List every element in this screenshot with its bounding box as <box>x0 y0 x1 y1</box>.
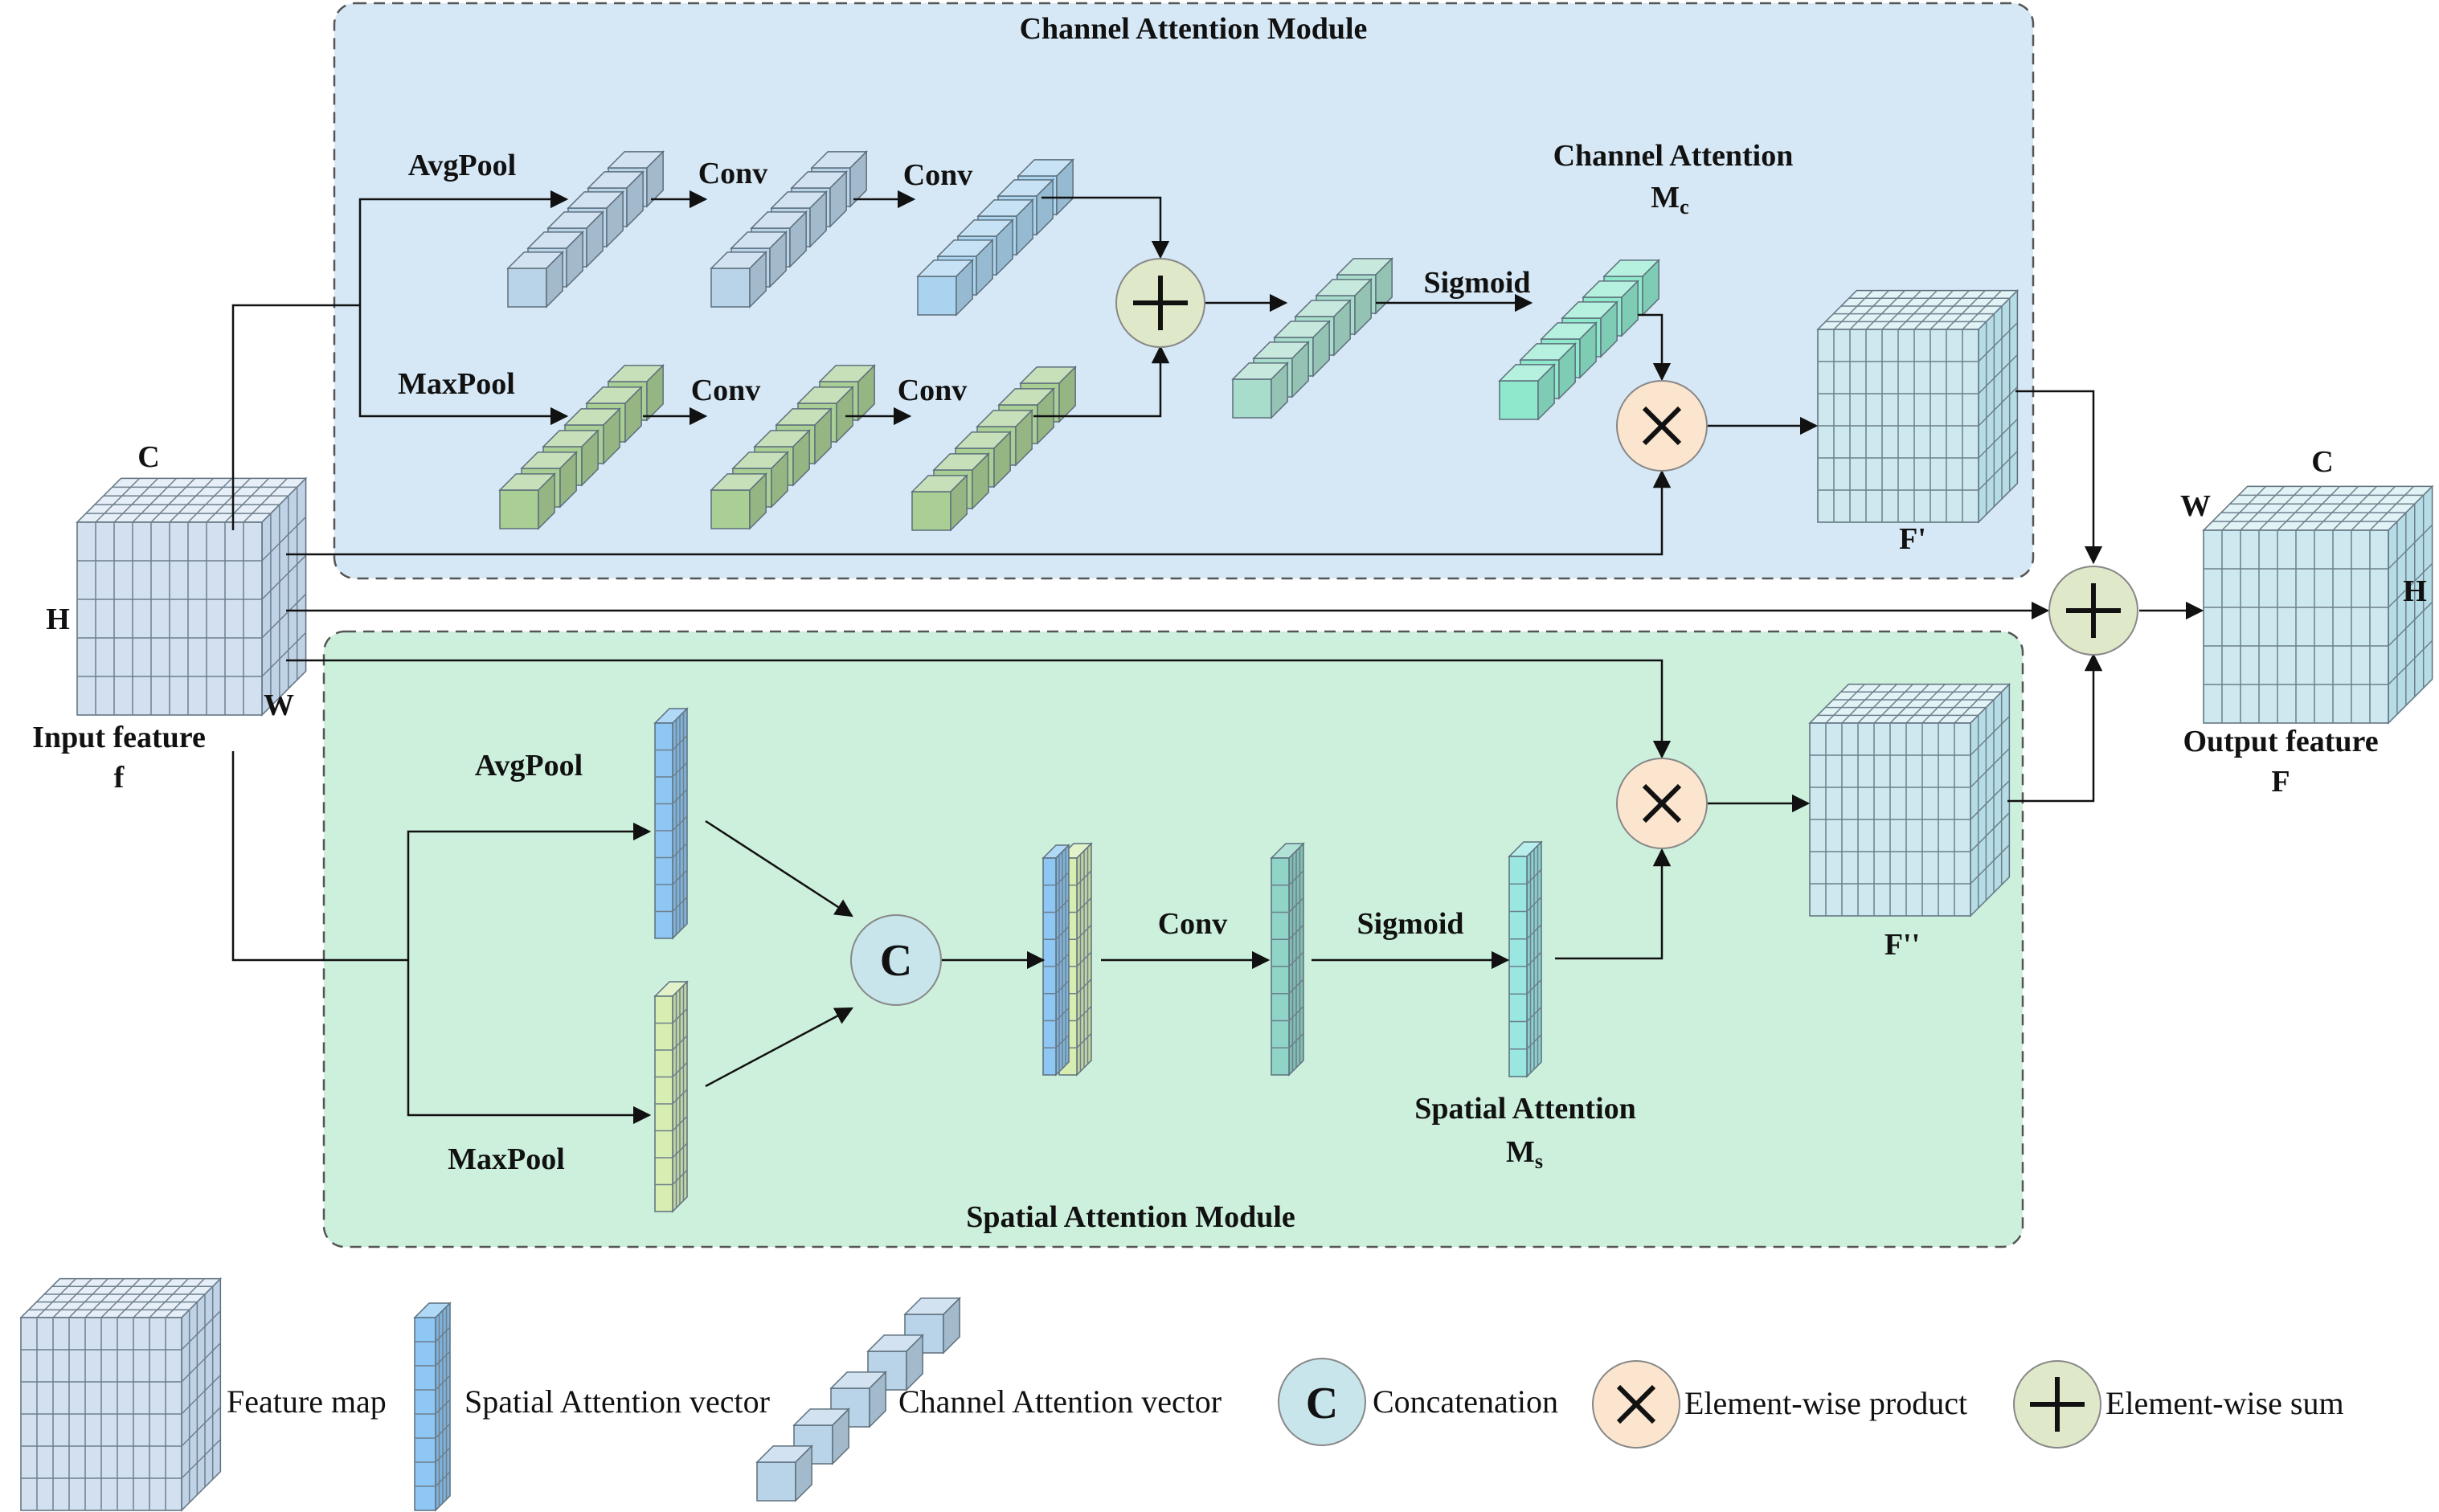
labels: Channel Attention Module AvgPool MaxPool… <box>32 12 2427 1234</box>
legend-product-icon <box>1592 1360 1680 1449</box>
connector-avg-to-concat <box>705 819 853 917</box>
channel-avg-conv1-vector <box>710 150 868 309</box>
legend-concatenation-label: Concatenation <box>1373 1383 1558 1420</box>
channel-attention-symbol: Mc <box>1651 181 1688 219</box>
channel-product-operator <box>1616 380 1708 472</box>
channel-module-title: Channel Attention Module <box>1020 12 1368 46</box>
input-feature-label: Input feature <box>32 721 206 754</box>
spatial-maxpool-label: MaxPool <box>448 1142 565 1176</box>
connector-max-to-concat <box>705 1007 853 1088</box>
connector-input-to-channel <box>231 304 360 530</box>
connectors <box>231 190 2204 1125</box>
legend-sum-label: Element-wise sum <box>2105 1385 2344 1421</box>
input-feature-map <box>76 476 308 717</box>
output-feature-map <box>2202 484 2434 725</box>
spatial-attention-symbol: Ms <box>1506 1135 1543 1173</box>
connector-to-spatial-avgpool <box>407 822 652 960</box>
legend-sum-icon <box>2013 1360 2101 1449</box>
channel-attention-label: Channel Attention <box>1553 139 1794 173</box>
channel-fused-vector <box>1231 257 1393 419</box>
legend-feature-map-label: Feature map <box>227 1383 387 1420</box>
channel-attention-vector-mc <box>1498 259 1660 421</box>
channel-conv-label-4: Conv <box>898 374 968 407</box>
spatial-maxpool-map <box>653 980 689 1213</box>
legend-concat-icon: C <box>1278 1358 1366 1446</box>
plus-icon <box>1133 276 1188 330</box>
times-icon <box>1642 783 1682 823</box>
connector-mc-to-product <box>1638 313 1672 382</box>
connector-max-to-sum <box>1033 345 1170 418</box>
fprime-feature-map <box>1816 288 2020 524</box>
legend-channel-vector-icon <box>755 1297 961 1502</box>
times-icon <box>1642 406 1682 446</box>
spatial-module-title: Spatial Attention Module <box>966 1200 1295 1234</box>
svg-text:C: C <box>1306 1379 1338 1428</box>
input-feature-symbol: f <box>114 761 125 795</box>
connector-fdouble-to-sum <box>2007 652 2103 803</box>
connector-input-to-spatial <box>231 751 408 962</box>
input-dim-h: H <box>46 603 70 636</box>
spatial-attention-map-ms <box>1508 840 1543 1078</box>
channel-sigmoid-label: Sigmoid <box>1423 266 1530 300</box>
legend-feature-map-icon <box>19 1277 223 1512</box>
spatial-sigmoid-label: Sigmoid <box>1357 907 1463 941</box>
channel-max-conv1-vector <box>710 364 876 530</box>
channel-max-conv2-vector <box>911 366 1077 532</box>
output-feature-symbol: F <box>2271 765 2290 799</box>
input-dim-w: W <box>264 689 294 722</box>
legend-channel-vector-label: Channel Attention vector <box>898 1383 1222 1420</box>
legend: Feature map Spatial Attention vector Cha… <box>227 1358 2344 1449</box>
channel-maxpool-vector <box>498 364 665 530</box>
connector-ms-to-product <box>1555 848 1672 960</box>
legend-spatial-vector-label: Spatial Attention vector <box>464 1383 770 1420</box>
connector-input-to-product <box>286 469 1672 556</box>
legend-product-label: Element-wise product <box>1684 1385 1967 1421</box>
connector-avg-to-sum <box>1041 196 1170 259</box>
connector-to-spatial-maxpool <box>407 960 652 1125</box>
fdouble-label: F'' <box>1884 928 1920 962</box>
spatial-attention-module-box <box>322 630 2024 1248</box>
output-dim-c: C <box>2311 445 2333 479</box>
connector-to-maxpool <box>358 305 569 426</box>
channel-conv-label-2: Conv <box>903 158 973 192</box>
spatial-conv-map <box>1270 842 1305 1077</box>
channel-maxpool-label: MaxPool <box>398 367 515 401</box>
input-dim-c: C <box>137 440 159 474</box>
output-feature-label: Output feature <box>2183 725 2378 758</box>
channel-conv-label-1: Conv <box>698 157 768 190</box>
concat-map-blue <box>1041 844 1070 1077</box>
spatial-conv-label: Conv <box>1158 907 1228 941</box>
legend-spatial-vector-icon <box>413 1302 452 1512</box>
output-dim-h: H <box>2403 574 2427 608</box>
channel-sum-operator <box>1115 258 1205 348</box>
connector-input-to-spatial-product <box>286 659 1672 759</box>
channel-avgpool-label: AvgPool <box>408 149 516 182</box>
channel-avgpool-vector <box>506 150 665 309</box>
spatial-avgpool-map <box>653 707 689 940</box>
spatial-avgpool-label: AvgPool <box>475 749 583 783</box>
spatial-product-operator <box>1616 758 1708 849</box>
fdouble-feature-map <box>1808 682 2011 917</box>
final-sum-operator <box>2048 566 2138 656</box>
channel-avg-conv2-vector <box>916 158 1074 317</box>
plus-icon <box>2066 583 2121 638</box>
fprime-label: F' <box>1899 522 1926 556</box>
connector-to-avgpool <box>358 190 569 305</box>
output-dim-w: W <box>2180 489 2211 523</box>
channel-conv-label-3: Conv <box>691 374 761 407</box>
concat-operator: C <box>850 914 942 1006</box>
diagram-shapes <box>19 150 2434 1512</box>
concat-symbol: C <box>880 936 912 986</box>
connector-fprime-to-sum <box>2015 390 2103 565</box>
operators: C <box>850 258 2138 1006</box>
spatial-attention-label: Spatial Attention <box>1414 1092 1636 1126</box>
